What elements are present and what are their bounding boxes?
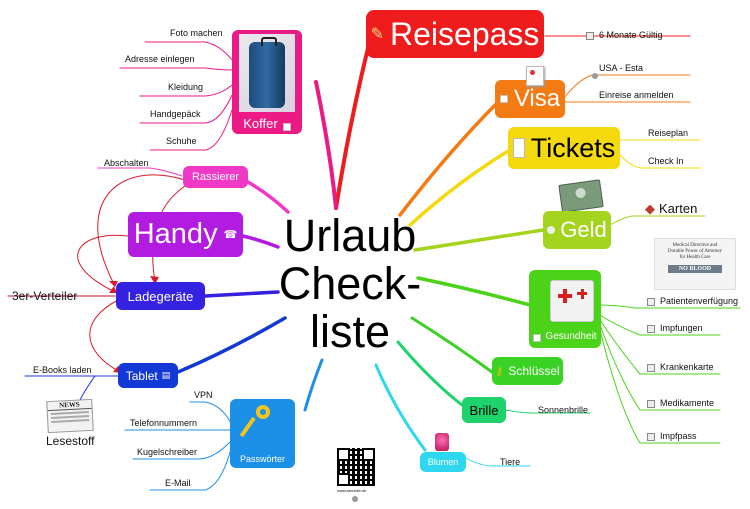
koffer-child-3[interactable]: Handgepäck	[150, 109, 201, 119]
newspaper-icon: NEWS	[46, 398, 94, 434]
qr-toggle-icon[interactable]	[352, 496, 358, 502]
tablet-label: Tablet	[125, 368, 158, 383]
health-directive-document: Medical Directive and Durable Power of A…	[654, 238, 736, 290]
checkbox-icon[interactable]	[647, 432, 655, 441]
gesundheit-label: Gesundheit	[545, 331, 597, 342]
rasierer-label: Rassierer	[191, 171, 240, 183]
gesundheit-child-1[interactable]: Impfungen	[647, 323, 703, 334]
phone-icon: ☎	[223, 229, 238, 241]
koffer-child-4[interactable]: Schuhe	[166, 136, 197, 146]
passwoerter-child-2[interactable]: Kugelschreiber	[137, 447, 198, 457]
central-topic-line3: liste	[309, 306, 391, 357]
gesundheit-child-3[interactable]: Medikamente	[647, 398, 714, 409]
tablet-node[interactable]: Tablet ▤	[118, 363, 178, 388]
gesundheit-child-4[interactable]: Impfpass	[647, 431, 697, 442]
central-topic-line2: Check-	[278, 258, 422, 309]
key-icon: ⚷	[495, 365, 504, 378]
passwoerter-child-0[interactable]: VPN	[194, 390, 213, 400]
checkbox-icon[interactable]	[647, 399, 655, 408]
passwoerter-child-1[interactable]: Telefonnummern	[130, 418, 198, 428]
blumen-node[interactable]: Blumen	[420, 452, 466, 472]
blumen-child-0[interactable]: Tiere	[500, 457, 521, 467]
gesundheit-child-2[interactable]: Krankenkarte	[647, 362, 714, 373]
note-icon	[282, 123, 291, 131]
reisepass-label: Reisepass	[390, 15, 540, 52]
central-topic-line1: Urlaub	[283, 210, 417, 261]
bullet-icon	[547, 226, 556, 234]
visa-child-0[interactable]: USA - Esta	[599, 63, 644, 73]
brille-label: Brille	[469, 402, 499, 418]
qr-caption: www.aenzlatt.de	[337, 488, 367, 493]
checkbox-icon[interactable]	[586, 31, 594, 40]
passwoerter-label: Passwörter	[239, 454, 285, 464]
tablet-child-0[interactable]: E-Books laden	[33, 365, 92, 375]
reisepass-child-0[interactable]: 6 Monate Gültig	[586, 30, 663, 41]
note-icon	[499, 95, 508, 103]
ladegeraete-label: Ladegeräte	[127, 288, 194, 304]
handy-node[interactable]: Handy ☎	[128, 212, 243, 257]
rasierer-node[interactable]: Rassierer	[183, 166, 248, 188]
tablet-icon: ▤	[161, 370, 171, 380]
checkbox-icon[interactable]	[647, 297, 655, 306]
koffer-child-0[interactable]: Foto machen	[170, 28, 223, 38]
koffer-child-1[interactable]: Adresse einlegen	[125, 54, 195, 64]
handy-label: Handy	[133, 218, 218, 250]
geld-child-0[interactable]: ◆Karten	[645, 201, 698, 216]
visa-child-0-toggle-icon[interactable]	[592, 73, 598, 79]
rasierer-child-0[interactable]: Abschalten	[104, 158, 149, 168]
ladegeraete-side-label[interactable]: 3er-Verteiler	[12, 289, 78, 303]
tickets-label: Tickets	[530, 132, 616, 163]
key-icon	[239, 405, 276, 445]
checkbox-icon[interactable]	[647, 363, 655, 372]
ticket-icon	[512, 138, 525, 158]
tickets-child-0[interactable]: Reiseplan	[648, 128, 689, 138]
visa-label: Visa	[513, 85, 561, 112]
koffer-child-2[interactable]: Kleidung	[168, 82, 204, 92]
ladegeraete-node[interactable]: Ladegeräte	[116, 282, 205, 310]
visa-child-1[interactable]: Einreise anmelden	[599, 90, 674, 100]
gesundheit-child-0[interactable]: Patientenverfügung	[647, 296, 738, 307]
first-aid-kit-icon	[550, 280, 594, 322]
card-icon: ◆	[645, 201, 655, 216]
schluessel-label: Schlüssel	[508, 364, 560, 378]
central-topic[interactable]: Urlaub Check- liste	[275, 212, 425, 356]
geld-node[interactable]: Geld	[543, 211, 611, 249]
schluessel-node[interactable]: ⚷ Schlüssel	[492, 357, 563, 385]
blumen-label: Blumen	[427, 457, 459, 467]
money-icon	[558, 179, 604, 213]
note-icon	[533, 334, 542, 342]
checkbox-icon[interactable]	[647, 324, 655, 333]
visa-document-icon	[526, 66, 544, 86]
reisepass-node[interactable]: ✎ Reisepass	[366, 10, 544, 58]
lesestoff-label[interactable]: Lesestoff	[46, 434, 95, 448]
tickets-node[interactable]: Tickets	[508, 127, 620, 169]
koffer-label: Koffer	[243, 116, 278, 131]
tickets-child-1[interactable]: Check In	[648, 156, 684, 166]
suitcase-image	[239, 34, 295, 112]
flower-icon	[435, 433, 449, 451]
qr-code	[337, 448, 375, 486]
passport-icon: ✎	[370, 26, 384, 43]
geld-label: Geld	[560, 217, 607, 242]
visa-node[interactable]: Visa	[495, 80, 565, 118]
brille-child-0[interactable]: Sonnenbrille	[538, 405, 589, 415]
brille-node[interactable]: Brille	[462, 397, 506, 423]
passwoerter-child-3[interactable]: E-Mail	[165, 478, 191, 488]
